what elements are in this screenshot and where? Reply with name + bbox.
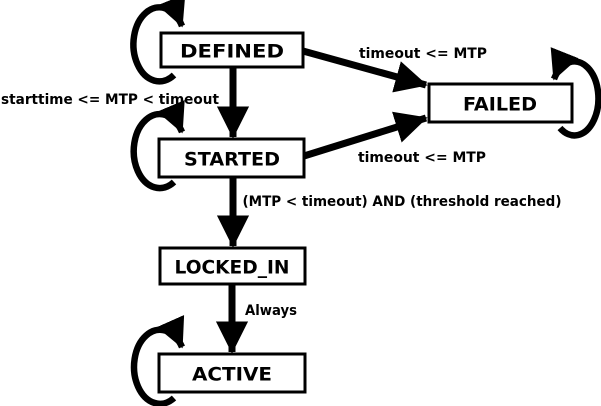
state-failed-box [427,82,574,124]
transition-started-locked-in-label: (MTP < timeout) AND (threshold reached) [243,194,562,210]
state-defined-label: DEFINED [180,41,284,63]
state-defined-box [159,31,305,69]
state-active-box [157,352,307,394]
state-active-label: ACTIVE [192,364,272,386]
state-locked-in: LOCKED_IN [158,246,307,286]
state-failed-label: FAILED [463,94,537,116]
transition-defined-failed-label: timeout <= MTP [359,46,487,62]
transition-defined-failed-arrow [302,47,428,93]
state-failed: FAILED [427,82,574,124]
self-loop-failed-arrow [550,47,601,139]
state-active: ACTIVE [157,352,307,394]
transition-arrows [215,47,428,354]
transition-locked-in-active-label: Always [245,303,297,319]
transition-labels: starttime <= MTP < timeout timeout <= MT… [1,46,562,319]
state-nodes: DEFINED FAILED STARTED LOCKED_IN ACTIVE [157,31,574,394]
state-locked-in-box [158,246,307,286]
transition-started-failed-label: timeout <= MTP [358,150,486,166]
self-loop-started-arrow [130,100,185,192]
self-loop-active-arrow [130,314,185,406]
transition-started-failed-arrow [302,111,428,160]
self-loops [130,0,601,406]
self-loop-defined-arrow [130,0,186,85]
transition-defined-started-label: starttime <= MTP < timeout [1,92,219,108]
state-locked-in-label: LOCKED_IN [175,257,290,279]
state-started: STARTED [157,137,306,179]
state-started-box [157,137,306,179]
state-started-label: STARTED [184,149,280,171]
state-defined: DEFINED [159,31,305,69]
